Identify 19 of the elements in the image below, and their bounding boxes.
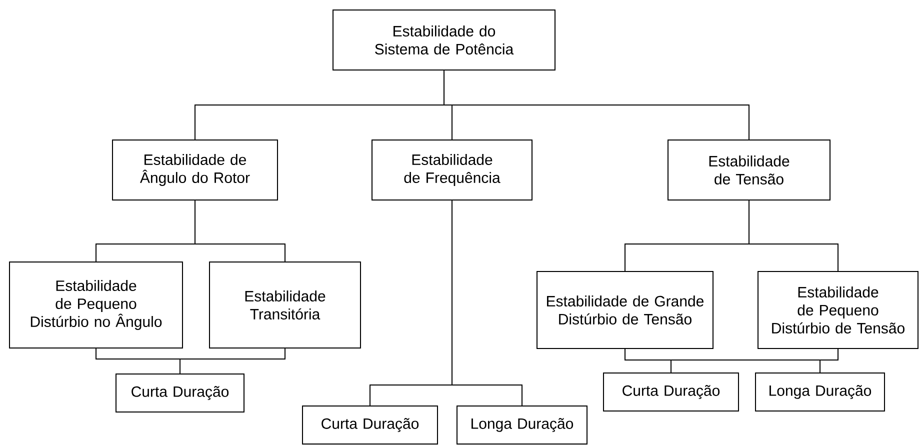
category-box: Curta Duração: [116, 374, 244, 412]
category-box: Longa Duração: [456, 406, 588, 444]
category-box: Estabilidade de Pequeno Distúrbio de Tensão: [758, 271, 918, 349]
category-box: Estabilidade de Tensão: [668, 140, 830, 200]
connector-line: [820, 348, 838, 373]
category-box: Estabilidade de Ângulo do Rotor: [112, 140, 278, 200]
connector-line: [444, 70, 750, 140]
category-box: Curta Duração: [603, 372, 739, 412]
category-box: Estabilidade Transitória: [209, 262, 361, 348]
connector-line: [180, 348, 286, 374]
category-box: Estabilidade de Grande Distúrbio de Tensão: [536, 271, 714, 349]
connector-line: [194, 200, 286, 262]
category-box: Estabilidade de Pequeno Distúrbio no Ângulo: [9, 262, 183, 348]
category-box: Longa Duração: [755, 372, 885, 412]
category-box: Curta Duração: [302, 406, 438, 444]
root-box: Estabilidade do Sistema de Potência: [332, 10, 556, 70]
category-box: Estabilidade de Frequência: [372, 140, 532, 200]
connector-line: [452, 200, 522, 406]
connector-line: [748, 200, 838, 272]
